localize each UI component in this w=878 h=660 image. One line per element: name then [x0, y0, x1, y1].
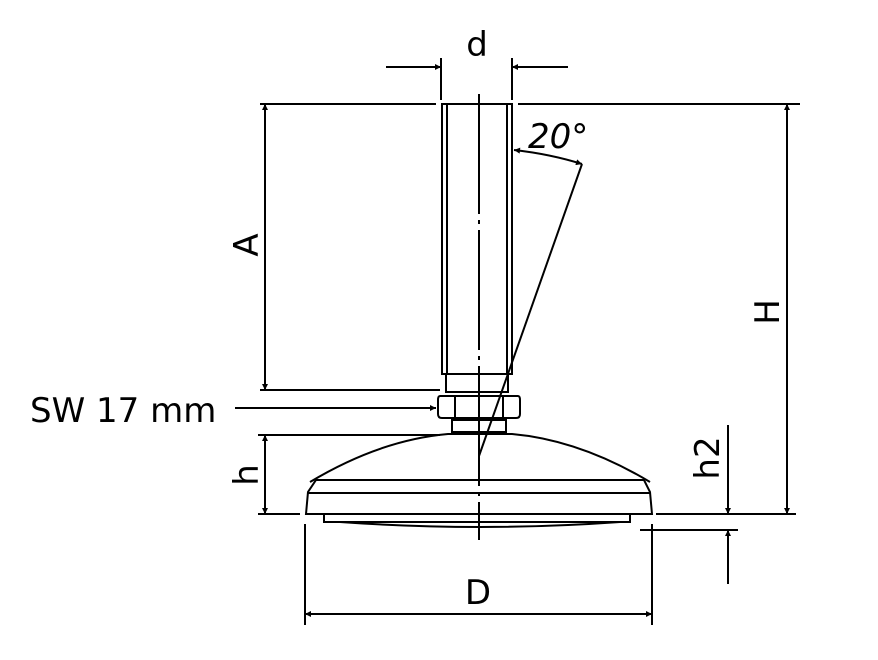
label-h2: h2: [688, 436, 728, 479]
label-angle: 20°: [528, 117, 588, 157]
label-d: d: [466, 25, 488, 65]
dimension-d: [386, 58, 568, 100]
dimension-A: [260, 104, 440, 391]
label-h: h: [227, 464, 267, 486]
label-sw: SW 17 mm: [30, 391, 216, 431]
dimension-h: [258, 435, 300, 515]
dimension-H: [656, 104, 796, 515]
threaded-stem: [441, 103, 513, 393]
label-A: A: [227, 233, 267, 256]
label-H: H: [748, 299, 788, 325]
angle-20: [478, 147, 583, 457]
hex-nut: [437, 395, 521, 433]
label-D: D: [465, 573, 491, 613]
base-pad: [304, 433, 654, 528]
dimension-h2: [640, 425, 738, 584]
dimension-D: [304, 524, 653, 625]
